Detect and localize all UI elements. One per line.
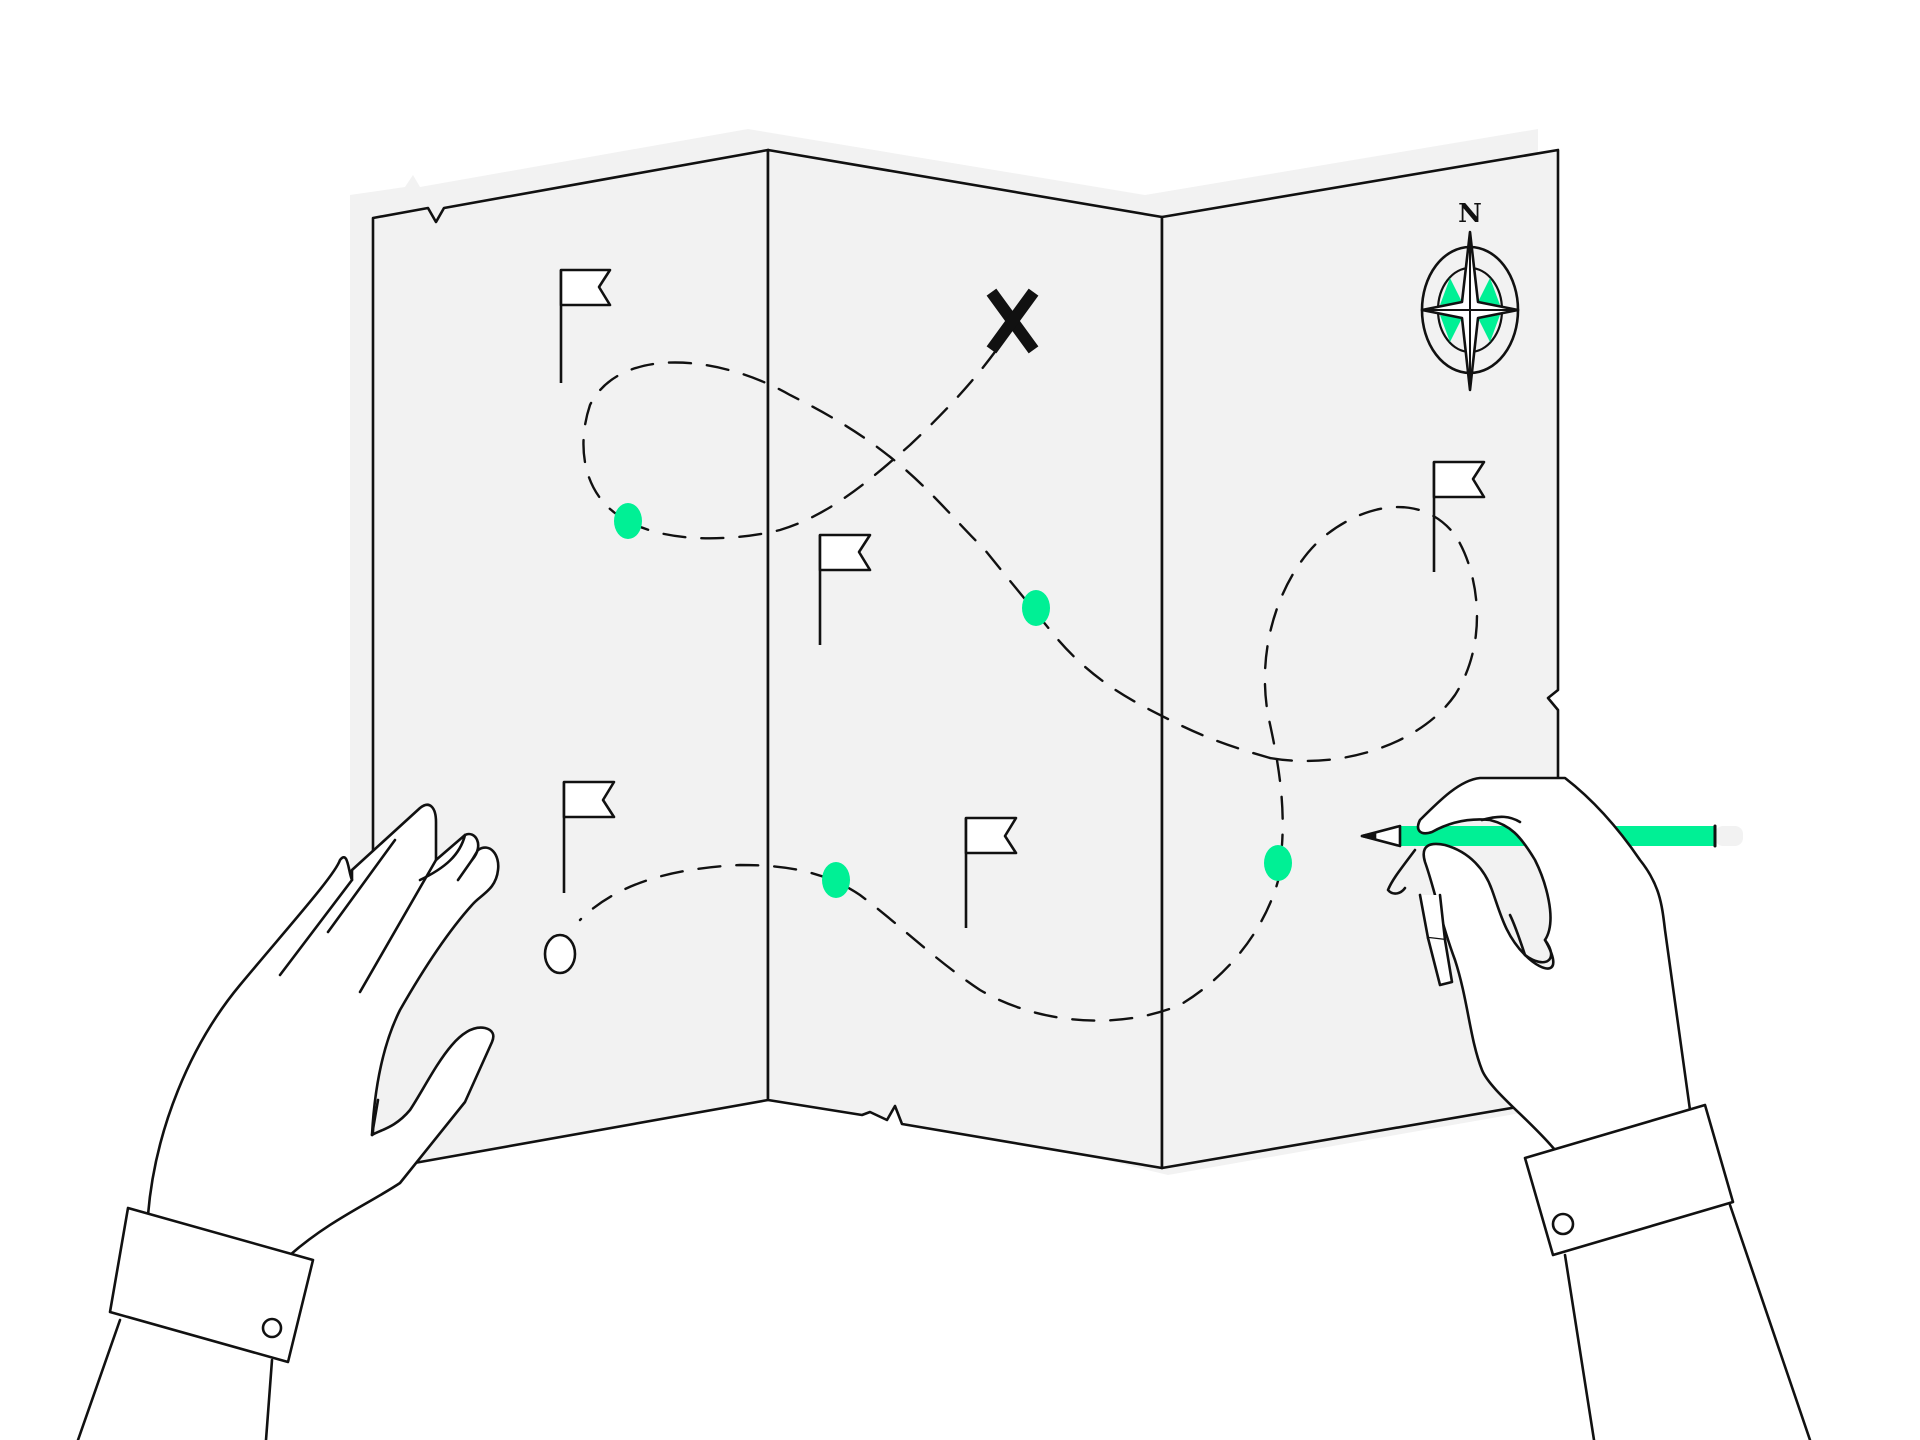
flag-icon [818, 533, 872, 645]
right-hand [1360, 776, 1812, 1440]
left-cuff [108, 1206, 315, 1364]
flag-icon [1432, 460, 1486, 572]
start-ring [543, 933, 577, 975]
left-cuff-button [261, 1317, 283, 1339]
route-upper-to-x [582, 361, 1272, 760]
left-hand [76, 803, 500, 1440]
route-right-loop [1263, 505, 1479, 847]
compass-icon: N [1420, 199, 1520, 392]
compass-north-label: N [1458, 199, 1482, 229]
waypoint-dot [614, 503, 642, 539]
left-palm [146, 803, 500, 1257]
x-mark-icon [986, 288, 1039, 354]
waypoint-dot [1264, 845, 1292, 881]
left-forearm [76, 1318, 274, 1440]
waypoint-dot [822, 862, 850, 898]
waypoints [614, 503, 1292, 898]
flag-icon [559, 268, 612, 383]
right-cuff-button [1551, 1212, 1575, 1236]
right-cuff [1523, 1103, 1735, 1257]
route-lower [578, 863, 1284, 1022]
right-forearm [1563, 1203, 1812, 1440]
flags [559, 268, 1486, 928]
flag-icon [964, 816, 1018, 928]
folded-map [371, 148, 1560, 1172]
waypoint-dot [1022, 590, 1050, 626]
map-panel-middle [766, 148, 1164, 1170]
route-upper-return [626, 343, 1002, 540]
flag-icon [562, 780, 616, 893]
route-paths [578, 343, 1479, 1022]
